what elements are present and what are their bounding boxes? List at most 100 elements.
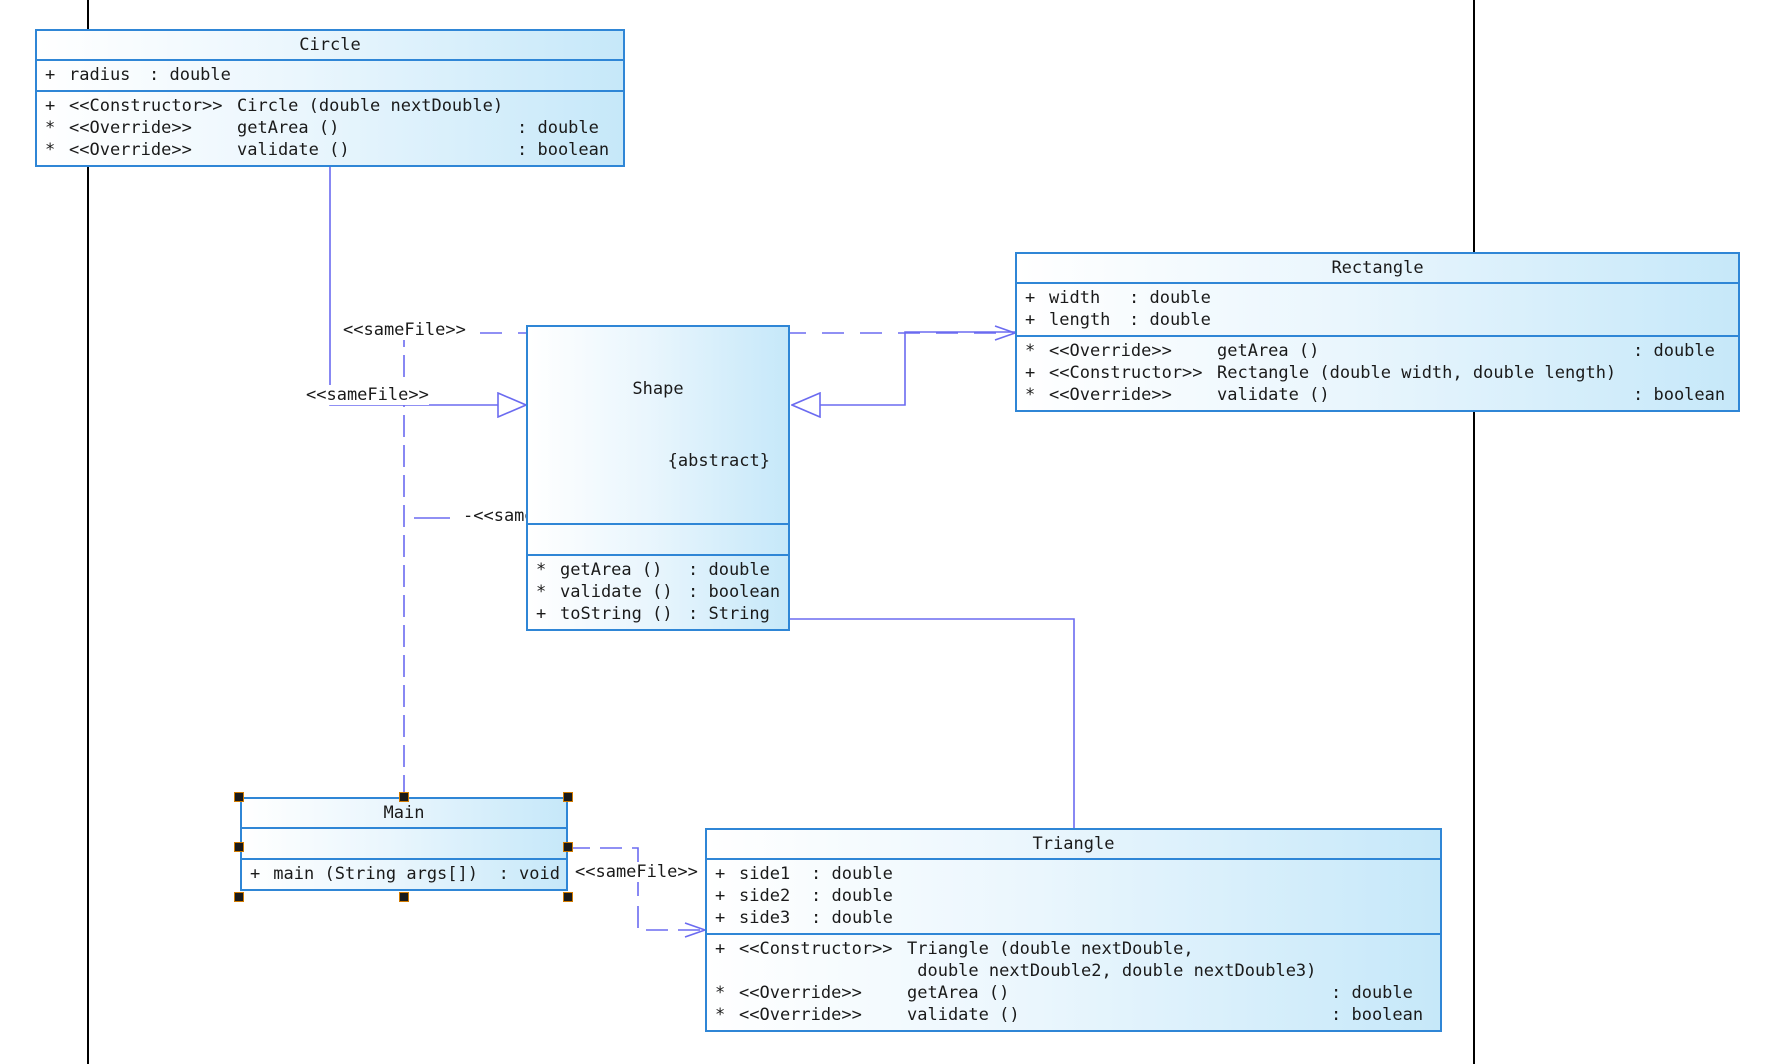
attribute-name: radius [69, 65, 131, 85]
stereotype: <<Override>> [69, 118, 192, 138]
operation-row: double nextDouble2, double nextDouble3) [715, 960, 1434, 982]
return-type: : boolean [1633, 385, 1726, 405]
visibility [715, 960, 739, 982]
resize-handle-sw[interactable] [234, 892, 244, 902]
main-triangle-dependency-edge[interactable] [568, 847, 705, 930]
attribute-type: : double [1129, 310, 1211, 330]
stereotype: <<Override>> [1049, 341, 1172, 361]
class-name: Main [242, 799, 566, 829]
attribute-name: side2 [739, 886, 791, 906]
operation-signature: getArea () [907, 983, 1010, 1003]
stereotype: <<Constructor>> [1049, 363, 1203, 383]
operations-compartment: + <<Constructor>> Circle (double nextDou… [37, 92, 623, 165]
operation-signature: validate () [907, 1005, 1020, 1025]
attribute-row: + side1 : double [715, 863, 1434, 885]
attribute-row: + width : double [1025, 287, 1732, 309]
resize-handle-n[interactable] [399, 792, 409, 802]
operation-signature: getArea () [237, 118, 340, 138]
attribute-row: + length : double [1025, 309, 1732, 331]
visibility: * [45, 118, 56, 138]
return-type: : double [517, 118, 599, 138]
operation-row: + toString () : String [536, 603, 782, 625]
stereotype: <<Override>> [739, 983, 862, 1003]
class-header: Shape {abstract} [528, 327, 788, 525]
circle-generalization-edge[interactable] [329, 165, 526, 405]
attribute-type: : double [811, 886, 893, 906]
return-type: : boolean [688, 582, 781, 602]
operation-row: + <<Constructor>> Rectangle (double widt… [1025, 362, 1732, 384]
operations-compartment: * getArea () : double * validate () : bo… [528, 556, 788, 629]
visibility: + [536, 604, 547, 624]
visibility: + [715, 864, 726, 884]
visibility: * [536, 560, 547, 580]
resize-handle-s[interactable] [399, 892, 409, 902]
return-type: : void [498, 864, 560, 884]
operation-row: * <<Override>> getArea () : double [715, 982, 1434, 1004]
operation-signature: Triangle (double nextDouble, [907, 939, 1194, 959]
attributes-compartment: + side1 : double + side2 : double + side… [707, 860, 1440, 935]
visibility: * [715, 983, 726, 1003]
attributes-compartment: + radius : double [37, 61, 623, 92]
visibility: + [1025, 363, 1036, 383]
attribute-row: + radius : double [45, 64, 617, 86]
class-shape[interactable]: Shape {abstract} * getArea () : double *… [526, 325, 790, 631]
attribute-type: : double [1129, 288, 1211, 308]
operation-signature: getArea () [1217, 341, 1320, 361]
visibility: * [536, 582, 547, 602]
operations-compartment: + <<Constructor>> Triangle (double nextD… [707, 935, 1440, 1030]
operation-signature: validate () [1217, 385, 1330, 405]
attribute-name: side3 [739, 908, 791, 928]
attribute-type: : double [811, 908, 893, 928]
class-name: Circle [37, 31, 623, 61]
return-type: : String [688, 604, 770, 624]
resize-handle-nw[interactable] [234, 792, 244, 802]
samefile-label-top: <<sameFile>> [343, 320, 466, 340]
operation-row: * <<Override>> validate () : boolean [1025, 384, 1732, 406]
operation-row: * <<Override>> getArea () : double [1025, 340, 1732, 362]
visibility: + [715, 908, 726, 928]
class-circle[interactable]: Circle + radius : double + <<Constructor… [35, 29, 625, 167]
operation-signature: main (String args[]) [273, 864, 478, 884]
attribute-type: : double [811, 864, 893, 884]
return-type: : double [688, 560, 770, 580]
resize-handle-se[interactable] [563, 892, 573, 902]
visibility: * [45, 140, 56, 160]
resize-handle-w[interactable] [234, 842, 244, 852]
class-name: Rectangle [1017, 254, 1738, 284]
resize-handle-e[interactable] [563, 842, 573, 852]
attribute-row: + side3 : double [715, 907, 1434, 929]
attributes-compartment: + width : double + length : double [1017, 284, 1738, 337]
operations-compartment: * <<Override>> getArea () : double + <<C… [1017, 337, 1738, 410]
visibility: * [1025, 385, 1036, 405]
operation-signature: double nextDouble2, double nextDouble3) [907, 961, 1317, 981]
stereotype [739, 960, 907, 982]
operation-row: + main (String args[]) : void [250, 863, 560, 885]
operation-row: * <<Override>> validate () : boolean [45, 139, 617, 161]
attribute-name: width [1049, 288, 1101, 308]
visibility: + [715, 939, 726, 959]
operation-row: * <<Override>> getArea () : double [45, 117, 617, 139]
visibility: + [45, 96, 56, 116]
operation-signature: toString () [560, 604, 673, 624]
class-main[interactable]: Main + main (String args[]) : void [240, 797, 568, 891]
attribute-row: + side2 : double [715, 885, 1434, 907]
stereotype: <<Override>> [1049, 385, 1172, 405]
class-rectangle[interactable]: Rectangle + width : double + length : do… [1015, 252, 1740, 412]
visibility: + [250, 864, 261, 884]
operation-signature: validate () [237, 140, 350, 160]
operation-row: * <<Override>> validate () : boolean [715, 1004, 1434, 1026]
visibility: * [715, 1005, 726, 1025]
operation-row: * validate () : boolean [536, 581, 782, 603]
operations-compartment: + main (String args[]) : void [242, 860, 566, 889]
rectangle-generalization-edge[interactable] [792, 331, 1015, 405]
class-triangle[interactable]: Triangle + side1 : double + side2 : doub… [705, 828, 1442, 1032]
operation-row: + <<Constructor>> Triangle (double nextD… [715, 938, 1434, 960]
operation-signature: Circle (double nextDouble) [237, 96, 504, 116]
resize-handle-ne[interactable] [563, 792, 573, 802]
swimlane-divider-right [1473, 0, 1475, 1064]
visibility: + [1025, 310, 1036, 330]
operation-signature: validate () [560, 582, 673, 602]
attributes-compartment [528, 525, 788, 556]
stereotype: <<Constructor>> [739, 939, 893, 959]
